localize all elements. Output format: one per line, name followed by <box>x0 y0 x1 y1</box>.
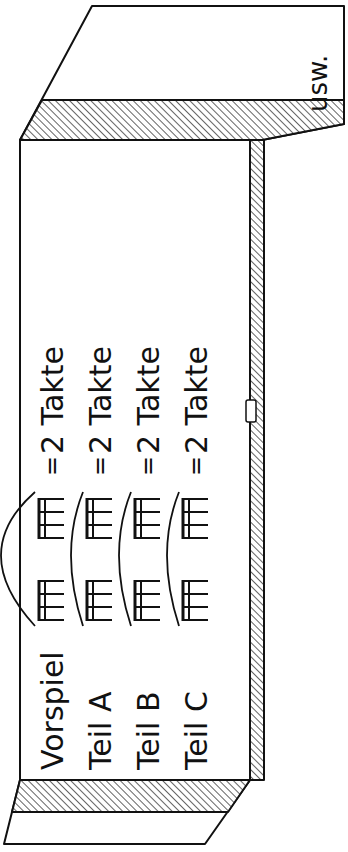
equals-sign: = <box>183 456 209 476</box>
note-group <box>167 492 208 626</box>
equals-sign: = <box>87 456 113 476</box>
bar-count: 2 Takte <box>84 346 117 454</box>
equals-sign: = <box>135 456 161 476</box>
equals-sign: = <box>39 456 65 476</box>
panel-edge <box>250 140 264 780</box>
fold-shading <box>20 100 344 140</box>
bar-count: 2 Takte <box>36 346 69 454</box>
left-flap <box>4 780 250 844</box>
bar-count: 2 Takte <box>132 346 165 454</box>
section-name: Teil C <box>180 691 213 770</box>
fold-shading <box>12 780 250 812</box>
continuation-note: usw. <box>304 55 333 112</box>
note-group <box>71 492 112 626</box>
note-group <box>1 492 64 626</box>
center-panel <box>20 140 250 780</box>
right-flap <box>20 6 344 140</box>
section-name: Vorspiel <box>36 651 69 770</box>
bar-count: 2 Takte <box>180 346 213 454</box>
section-name: Teil A <box>84 692 117 770</box>
note-group <box>119 492 160 626</box>
section-name: Teil B <box>132 692 165 770</box>
card-clip <box>246 400 256 422</box>
